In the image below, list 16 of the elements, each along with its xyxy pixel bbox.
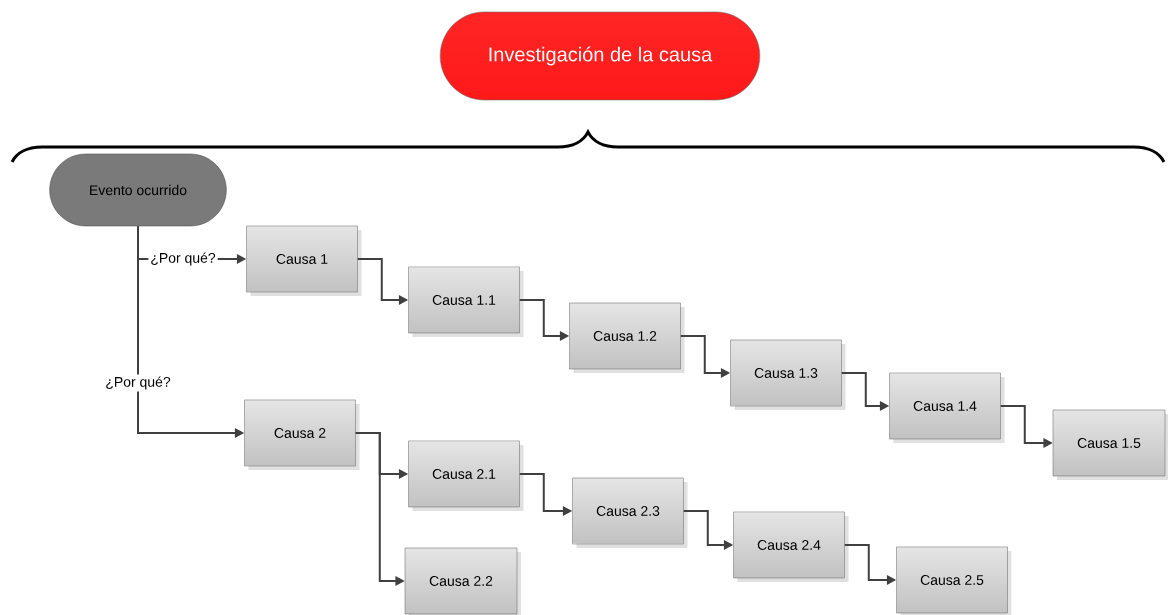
process-box: Causa 2.4 [733,511,845,579]
process-box: Causa 1.1 [408,266,520,334]
process-box: Causa 2.3 [572,477,684,545]
process-box: Causa 1 [246,225,358,293]
edge-label: ¿Por qué? [148,250,218,268]
title-pill: Investigación de la causa [439,11,761,101]
process-box: Causa 2 [244,399,356,467]
process-box: Causa 2.2 [404,547,518,615]
process-box: Causa 2.1 [408,440,520,508]
process-box: Causa 1.5 [1052,409,1166,477]
edge-label: ¿Por qué? [103,374,173,392]
process-box: Causa 1.2 [569,302,681,370]
process-box: Causa 2.5 [896,546,1008,614]
process-box: Causa 1.4 [889,372,1001,440]
start-pill: Evento ocurrido [49,153,227,227]
process-box: Causa 1.3 [730,339,842,407]
